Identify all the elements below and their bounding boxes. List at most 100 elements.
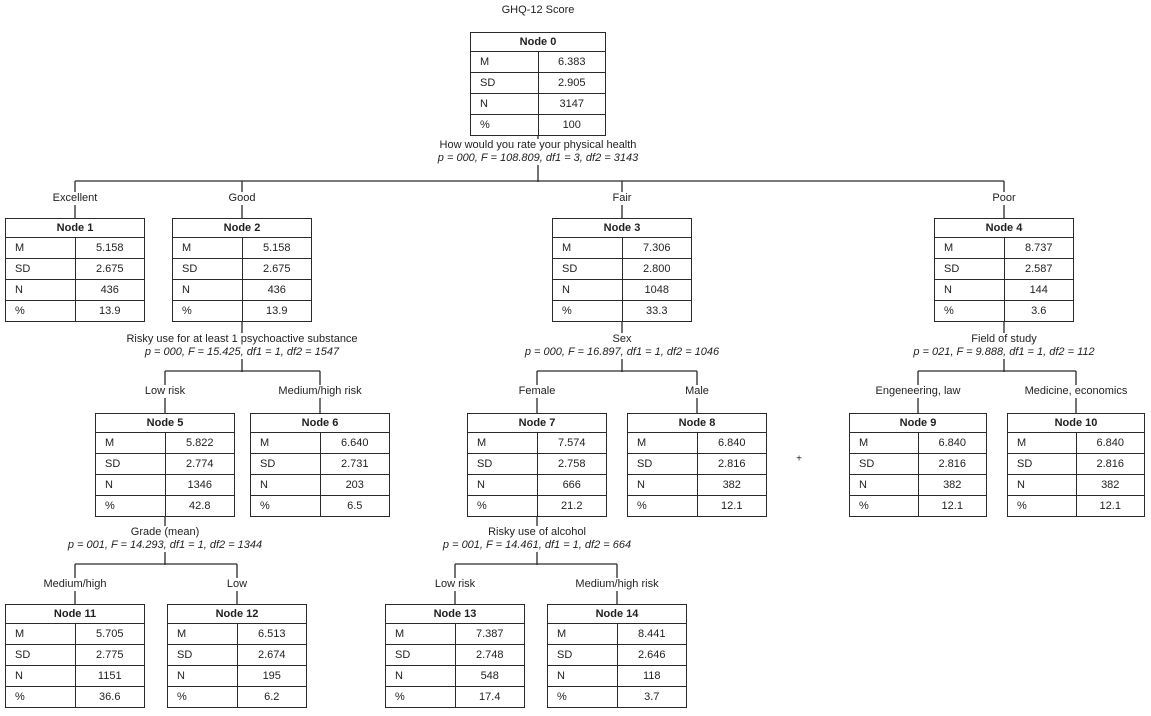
- split-stats: p = 001, F = 14.461, df1 = 1, df2 = 664: [442, 539, 632, 551]
- stat-value-sd: 2.675: [241, 258, 312, 280]
- stat-label-pct: %: [470, 114, 539, 136]
- stat-label-pct: %: [167, 686, 238, 708]
- stat-label-n: N: [5, 279, 76, 301]
- stat-label-sd: SD: [95, 453, 166, 475]
- split-label-0: How would you rate your physical health …: [434, 139, 642, 165]
- stat-value-sd: 2.587: [1003, 258, 1074, 280]
- node-header: Node 1: [5, 218, 145, 238]
- stat-label-m: M: [5, 623, 76, 645]
- node-header: Node 12: [167, 604, 307, 624]
- split-variable: Risky use of alcohol: [488, 526, 586, 538]
- stat-value-n: 382: [1075, 474, 1145, 496]
- stat-value-m: 7.574: [536, 432, 607, 454]
- branch-label-2: Fair: [609, 192, 635, 205]
- stat-value-sd: 2.646: [616, 644, 687, 666]
- stat-label-m: M: [1007, 432, 1077, 454]
- stat-label-m: M: [470, 51, 539, 73]
- node-header: Node 9: [849, 413, 987, 433]
- node-header: Node 0: [470, 32, 606, 52]
- stat-value-pct: 6.5: [319, 495, 390, 517]
- node-header: Node 4: [934, 218, 1074, 238]
- stat-label-sd: SD: [5, 644, 76, 666]
- stat-label-m: M: [849, 432, 919, 454]
- stat-value-pct: 12.1: [917, 495, 987, 517]
- stat-value-sd: 2.758: [536, 453, 607, 475]
- stat-value-n: 1346: [164, 474, 235, 496]
- stat-label-m: M: [167, 623, 238, 645]
- split-label-4: Grade (mean) p = 001, F = 14.293, df1 = …: [64, 526, 266, 552]
- stat-value-n: 436: [241, 279, 312, 301]
- stat-label-pct: %: [467, 495, 538, 517]
- branch-label-8: Engeneering, law: [872, 385, 964, 398]
- split-label-5: Risky use of alcohol p = 001, F = 14.461…: [439, 526, 635, 552]
- stat-label-pct: %: [1007, 495, 1077, 517]
- stat-value-sd: 2.675: [74, 258, 145, 280]
- stat-value-n: 195: [236, 665, 307, 687]
- stat-value-pct: 100: [537, 114, 606, 136]
- stat-label-pct: %: [250, 495, 321, 517]
- stat-value-sd: 2.774: [164, 453, 235, 475]
- stat-value-n: 118: [616, 665, 687, 687]
- stat-label-m: M: [934, 237, 1005, 259]
- stat-value-sd: 2.816: [696, 453, 767, 475]
- stat-label-n: N: [849, 474, 919, 496]
- stat-label-pct: %: [385, 686, 456, 708]
- stat-value-pct: 3.7: [616, 686, 687, 708]
- node-header: Node 7: [467, 413, 607, 433]
- stat-value-m: 6.513: [236, 623, 307, 645]
- stat-label-n: N: [552, 279, 623, 301]
- branch-label-0: Excellent: [49, 192, 101, 205]
- stat-value-n: 1151: [74, 665, 145, 687]
- stat-label-m: M: [172, 237, 243, 259]
- node-header: Node 3: [552, 218, 692, 238]
- stat-label-sd: SD: [547, 644, 618, 666]
- plus-mark: +: [796, 453, 802, 465]
- stat-label-m: M: [250, 432, 321, 454]
- stat-value-sd: 2.816: [917, 453, 987, 475]
- branch-label-6: Female: [515, 385, 559, 398]
- branch-label-3: Poor: [989, 192, 1019, 205]
- stat-label-sd: SD: [467, 453, 538, 475]
- stat-label-n: N: [250, 474, 321, 496]
- stat-label-m: M: [5, 237, 76, 259]
- stat-value-sd: 2.905: [537, 72, 606, 94]
- split-stats: p = 000, F = 16.897, df1 = 1, df2 = 1046: [524, 346, 720, 358]
- split-stats: p = 001, F = 14.293, df1 = 1, df2 = 1344: [67, 539, 263, 551]
- stat-value-m: 6.383: [537, 51, 606, 73]
- split-label-2: Sex p = 000, F = 16.897, df1 = 1, df2 = …: [521, 333, 723, 359]
- stat-value-n: 666: [536, 474, 607, 496]
- stat-label-n: N: [467, 474, 538, 496]
- stat-value-m: 5.822: [164, 432, 235, 454]
- stat-value-sd: 2.775: [74, 644, 145, 666]
- stat-value-pct: 42.8: [164, 495, 235, 517]
- branch-label-12: Low risk: [431, 578, 479, 591]
- node-header: Node 13: [385, 604, 525, 624]
- stat-label-n: N: [470, 93, 539, 115]
- stat-value-pct: 3.6: [1003, 300, 1074, 322]
- stat-value-n: 436: [74, 279, 145, 301]
- split-variable: Grade (mean): [130, 526, 200, 538]
- stat-label-pct: %: [547, 686, 618, 708]
- stat-label-m: M: [552, 237, 623, 259]
- stat-value-m: 6.840: [696, 432, 767, 454]
- branch-label-11: Low: [223, 578, 251, 591]
- stat-label-pct: %: [95, 495, 166, 517]
- stat-label-sd: SD: [167, 644, 238, 666]
- chart-title: GHQ-12 Score: [498, 4, 578, 17]
- stat-value-m: 7.306: [621, 237, 692, 259]
- stat-label-m: M: [467, 432, 538, 454]
- stat-label-m: M: [627, 432, 698, 454]
- stat-label-sd: SD: [470, 72, 539, 94]
- stat-label-n: N: [547, 665, 618, 687]
- split-stats: p = 000, F = 108.809, df1 = 3, df2 = 314…: [437, 152, 639, 164]
- split-variable: Field of study: [971, 333, 1037, 345]
